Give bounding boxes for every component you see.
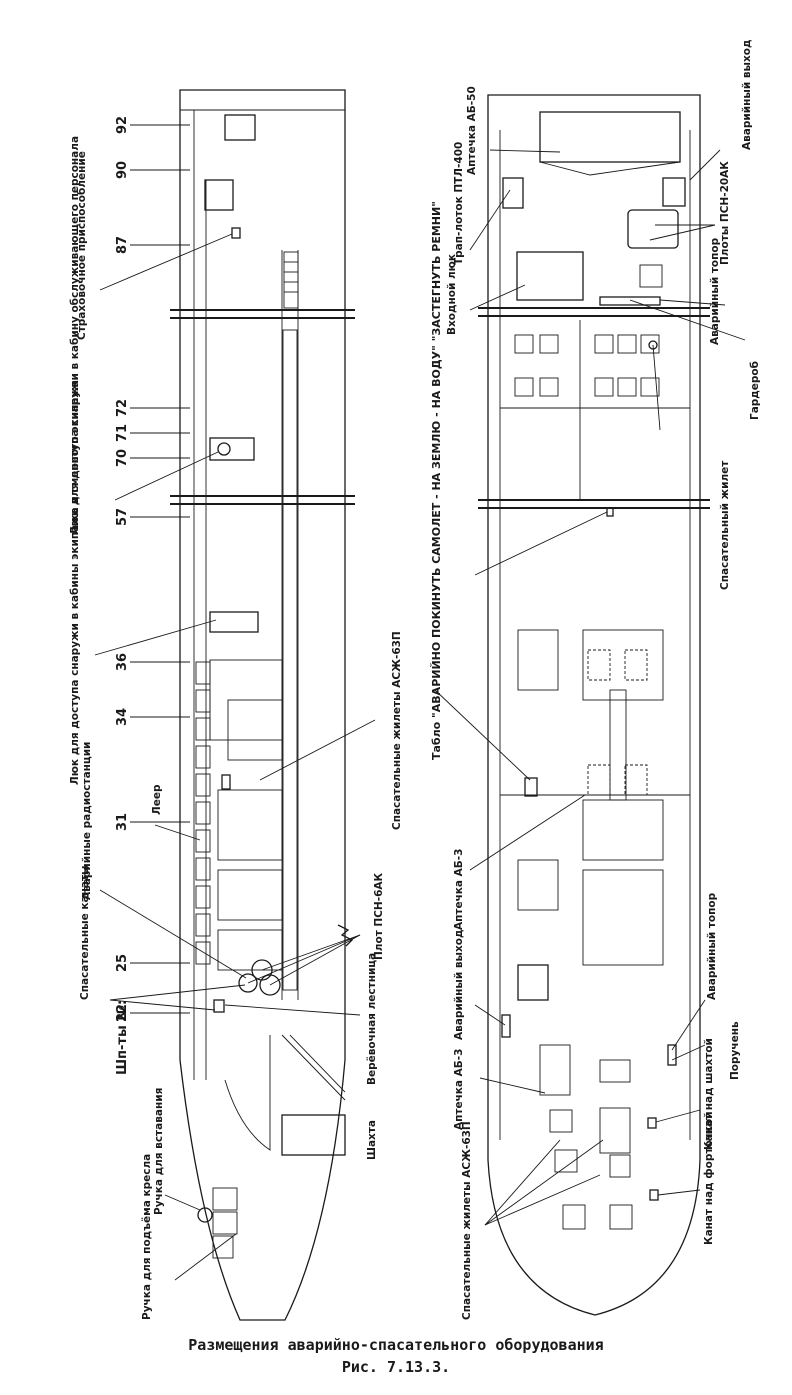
label-emergency-radio: Аварийные радиостанции: [81, 742, 93, 900]
label-safety-device: Страховочное приспособление: [76, 151, 88, 340]
right-fuselage-outline: [487, 94, 701, 1316]
cockpit-seats: [197, 1187, 238, 1259]
left-leaders: [94, 233, 376, 1281]
left-box-92: [224, 114, 256, 141]
label-entry-hatch: Входной люк: [446, 254, 458, 335]
label-hatch-crew: Люк для доступа снаружи в кабины экипажа…: [69, 380, 81, 785]
sign-board-mark: [606, 507, 614, 517]
safety-device-mark: [231, 227, 241, 239]
label-emergency-exit-front: Аварийный выход: [453, 930, 465, 1040]
label-shaft: Шахта: [366, 1120, 378, 1160]
cockpit-front-seats: [501, 1014, 677, 1230]
hatch-service-mark: [209, 437, 255, 461]
rear-galley: [539, 111, 681, 163]
label-axe-rear: Аварийный топор: [709, 237, 721, 345]
label-first-aid-ab3-front: Аптечка АБ-3: [453, 1049, 465, 1130]
frame-number: 25: [115, 954, 130, 972]
label-wardrobe: Гардероб: [749, 361, 761, 420]
left-fuselage-view: Шп-ты №: 22 25 31 34 36 57 70 71 72 87 9…: [69, 89, 403, 1321]
label-first-aid-ab50: Аптечка АБ-50: [466, 86, 478, 175]
label-hatch-service: Люк для доступа снаружи в кабину обслужи…: [69, 136, 81, 535]
frame-number: 87: [115, 236, 130, 254]
rope-ladder-mark: [213, 999, 225, 1013]
label-sign-board: Табло "АВАРИЙНО ПОКИНУТЬ САМОЛЕТ - НА ЗЕ…: [430, 201, 443, 760]
label-rope-vent: Канат над форточкой: [703, 1111, 715, 1245]
ladder-segment: [283, 251, 299, 309]
raft-icon: [238, 959, 281, 996]
right-fuselage-view: Спасательные жилеты АСЖ-63П Аптечка АБ-3…: [430, 40, 761, 1320]
label-axe-front: Аварийный топор: [706, 892, 718, 1000]
label-handle-insert: Ручка для вставания: [153, 1088, 165, 1215]
frame-number: 90: [115, 161, 130, 179]
figure-title: Размещения аварийно-спасательного оборуд…: [188, 1336, 604, 1354]
mid-cabin-blocks: [500, 629, 690, 1001]
frame-number: 71: [115, 424, 130, 442]
walkway-rungs: [282, 329, 298, 991]
life-vests-right-mark: [524, 777, 538, 797]
frame-number: 31: [115, 813, 130, 831]
life-vests-left-mark: [221, 774, 231, 790]
label-rafts: Плоты ПСН-20АК: [719, 161, 731, 265]
label-handle-seat: Ручка для подъёма кресла: [141, 1154, 153, 1320]
frames-prefix-label: Шп-ты №:: [115, 1000, 130, 1075]
left-box-90: [204, 179, 234, 211]
label-rope-ladder: Верёвочная лестница: [366, 953, 378, 1085]
frame-ticks: [130, 124, 190, 1014]
exit-box-front: [517, 964, 549, 1001]
equipment-layout-diagram: Шп-ты №: 22 25 31 34 36 57 70 71 72 87 9…: [69, 40, 761, 1321]
label-life-vest: Спасательный жилет: [719, 460, 731, 590]
right-leaders: [434, 149, 746, 1226]
exit-box-rear: [662, 177, 686, 207]
frame-number: 34: [115, 708, 130, 726]
label-rope-shaft: Канат над шахтой: [703, 1038, 715, 1150]
rafts-box: [627, 209, 679, 249]
axe-rack-rear: [599, 296, 661, 306]
label-rescue-ropes: Спасательные канаты: [79, 865, 91, 1000]
trap-chute-box: [502, 177, 524, 209]
seat-rows-rear: [500, 320, 690, 500]
label-handrail: Поручень: [729, 1021, 741, 1080]
label-railing: Леер: [151, 784, 163, 815]
frame-number: 92: [115, 116, 130, 134]
frame-number: 57: [115, 508, 130, 526]
seat-column-left: [195, 661, 211, 965]
entry-hatch-box: [516, 251, 584, 301]
label-life-vests-left: Спасательные жилеты АСЖ-63П: [391, 631, 403, 830]
shaft-box: [281, 1114, 346, 1156]
left-fuselage-outline: [179, 89, 346, 1321]
frame-number: 36: [115, 653, 130, 671]
label-first-aid-ab3-mid: Аптечка АБ-3: [453, 849, 465, 930]
compartment-blocks-left: [209, 659, 283, 971]
label-emergency-exit-rear: Аварийный выход: [741, 40, 753, 150]
label-raft: Плот ПСН-6АК: [373, 872, 385, 960]
frame-number: 72: [115, 399, 130, 417]
label-trap-chute: Трап-лоток ПТЛ-400: [453, 142, 465, 265]
frame-number: 22: [115, 1004, 130, 1022]
label-vests-bottom: Спасательные жилеты АСЖ-63П: [461, 1121, 473, 1320]
figure-number: Рис. 7.13.3.: [341, 1358, 451, 1376]
frame-number: 70: [115, 449, 130, 467]
hatch-crew-mark: [209, 611, 259, 633]
